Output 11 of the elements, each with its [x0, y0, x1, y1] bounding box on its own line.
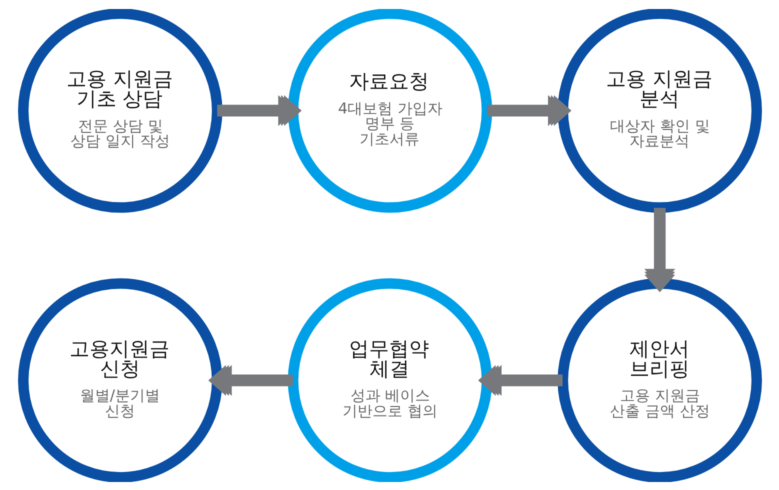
node-circle: 고용 지원금 기초 상담 전문 상담 및 상담 일지 작성: [18, 8, 222, 212]
arrow: [486, 94, 571, 126]
node-circle: 제안서 브리핑 고용 지원금 산출 금액 산정: [557, 278, 762, 482]
node-circle: 고용 지원금 분석 대상자 확인 및 자료분석: [557, 8, 762, 212]
arrow: [478, 364, 562, 396]
arrow: [644, 207, 675, 292]
node-circle: 업무협약 체결 성과 베이스 기반으로 협의: [287, 278, 492, 482]
node-circle: 자료요청 4대보험 가입자 명부 등 기초서류: [287, 8, 492, 212]
node-circle: 고용지원금 신청 월별/분기별 신청: [18, 278, 222, 482]
arrow: [216, 94, 302, 126]
arrow: [208, 364, 292, 396]
